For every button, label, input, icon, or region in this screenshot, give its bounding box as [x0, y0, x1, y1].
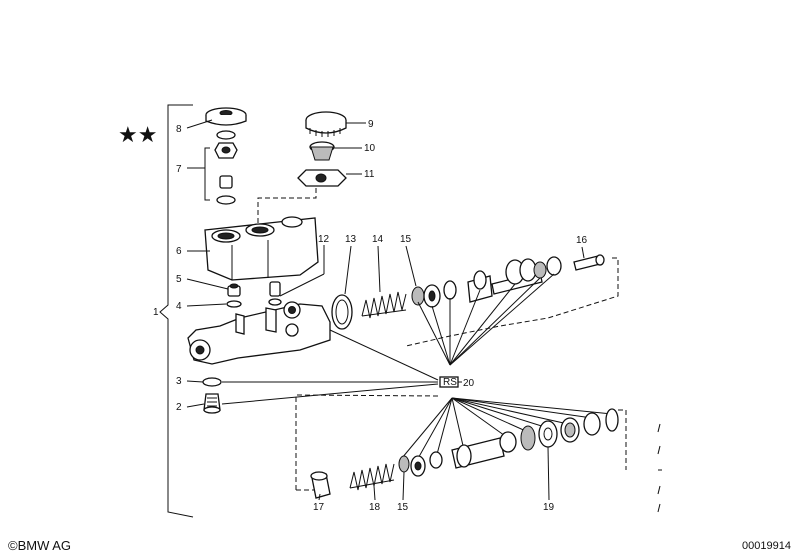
svg-text:5: 5 [176, 274, 182, 285]
svg-text:14: 14 [372, 234, 384, 245]
callout-20: 20 [458, 378, 475, 389]
reservoir-cap-9 [305, 111, 347, 137]
callout-16: 16 [576, 235, 588, 259]
brand-copyright: ©BMW AG [8, 538, 72, 553]
svg-text:18: 18 [369, 502, 381, 513]
seal-ring-7d [216, 195, 236, 205]
callout-1: 1 [153, 307, 159, 318]
callout-3: 3 [176, 376, 204, 387]
callout-15-lower: 15 [397, 471, 409, 513]
callout-7: 7 [176, 164, 205, 175]
callout-18: 18 [369, 485, 381, 513]
filter-10 [309, 141, 335, 161]
piston-lower [451, 408, 619, 469]
document-number: 00019914 [742, 540, 791, 552]
repair-kit-box-20: RS [439, 376, 459, 388]
spring-18 [349, 463, 395, 491]
callout-8: 8 [176, 119, 213, 135]
cup-17 [310, 471, 331, 499]
seal-15b [398, 451, 443, 477]
master-cylinder-body [187, 301, 331, 365]
edge-marks [657, 423, 662, 513]
o-ring-13 [331, 294, 353, 330]
svg-text:3: 3 [176, 376, 182, 387]
connector-11 [297, 169, 347, 187]
svg-text:7: 7 [176, 164, 182, 175]
bolt-2 [203, 393, 221, 414]
fitting-5 [227, 283, 241, 297]
stop-pin-16 [573, 254, 605, 271]
svg-text:4: 4 [176, 301, 182, 312]
svg-text:2: 2 [176, 402, 182, 413]
svg-text:1: 1 [153, 307, 159, 318]
svg-text:10: 10 [364, 143, 376, 154]
seal-group-bracket [204, 147, 210, 201]
callout-14: 14 [372, 234, 384, 293]
reservoir-6 [204, 216, 319, 281]
svg-text:RS: RS [443, 377, 457, 388]
stars-marker: ★★ [118, 123, 157, 148]
kit-lines-lower [401, 397, 613, 463]
kit-lines-body [221, 329, 439, 405]
lower-kit-outline-c [618, 409, 627, 470]
svg-text:12: 12 [318, 234, 330, 245]
callout-12: 12 [279, 234, 330, 297]
callout-11: 11 [346, 169, 375, 180]
washer-3 [202, 377, 222, 387]
callout-9: 9 [346, 119, 374, 130]
callout-5: 5 [176, 274, 229, 290]
spring-14 [361, 291, 407, 319]
piston-upper [467, 256, 562, 303]
nut-7b [214, 142, 238, 159]
callout-2: 2 [176, 402, 205, 413]
svg-text:17: 17 [313, 502, 325, 513]
callout-4: 4 [176, 301, 227, 312]
callout-13: 13 [344, 234, 357, 295]
callout-10: 10 [334, 143, 376, 154]
fitting-12 [268, 281, 282, 306]
svg-text:11: 11 [364, 169, 375, 180]
callout-19: 19 [543, 446, 555, 513]
svg-text:19: 19 [543, 502, 555, 513]
callout-6: 6 [176, 246, 210, 257]
kit-lines-upper [417, 273, 555, 366]
sleeve-7c [219, 175, 233, 189]
callout-15-upper: 15 [400, 234, 417, 287]
svg-text:6: 6 [176, 246, 182, 257]
svg-text:13: 13 [345, 234, 357, 245]
svg-text:8: 8 [176, 124, 182, 135]
seal-15a [411, 280, 457, 308]
svg-text:9: 9 [368, 119, 374, 130]
dashed-link-11 [257, 188, 317, 228]
svg-text:20: 20 [463, 378, 475, 389]
assembly-bracket [159, 104, 194, 518]
washer-4 [226, 300, 242, 308]
svg-text:15: 15 [397, 502, 409, 513]
seal-ring-7a [216, 130, 236, 140]
svg-text:15: 15 [400, 234, 412, 245]
callout-17: 17 [313, 493, 325, 513]
svg-text:16: 16 [576, 235, 588, 246]
cap-8 [205, 107, 247, 126]
